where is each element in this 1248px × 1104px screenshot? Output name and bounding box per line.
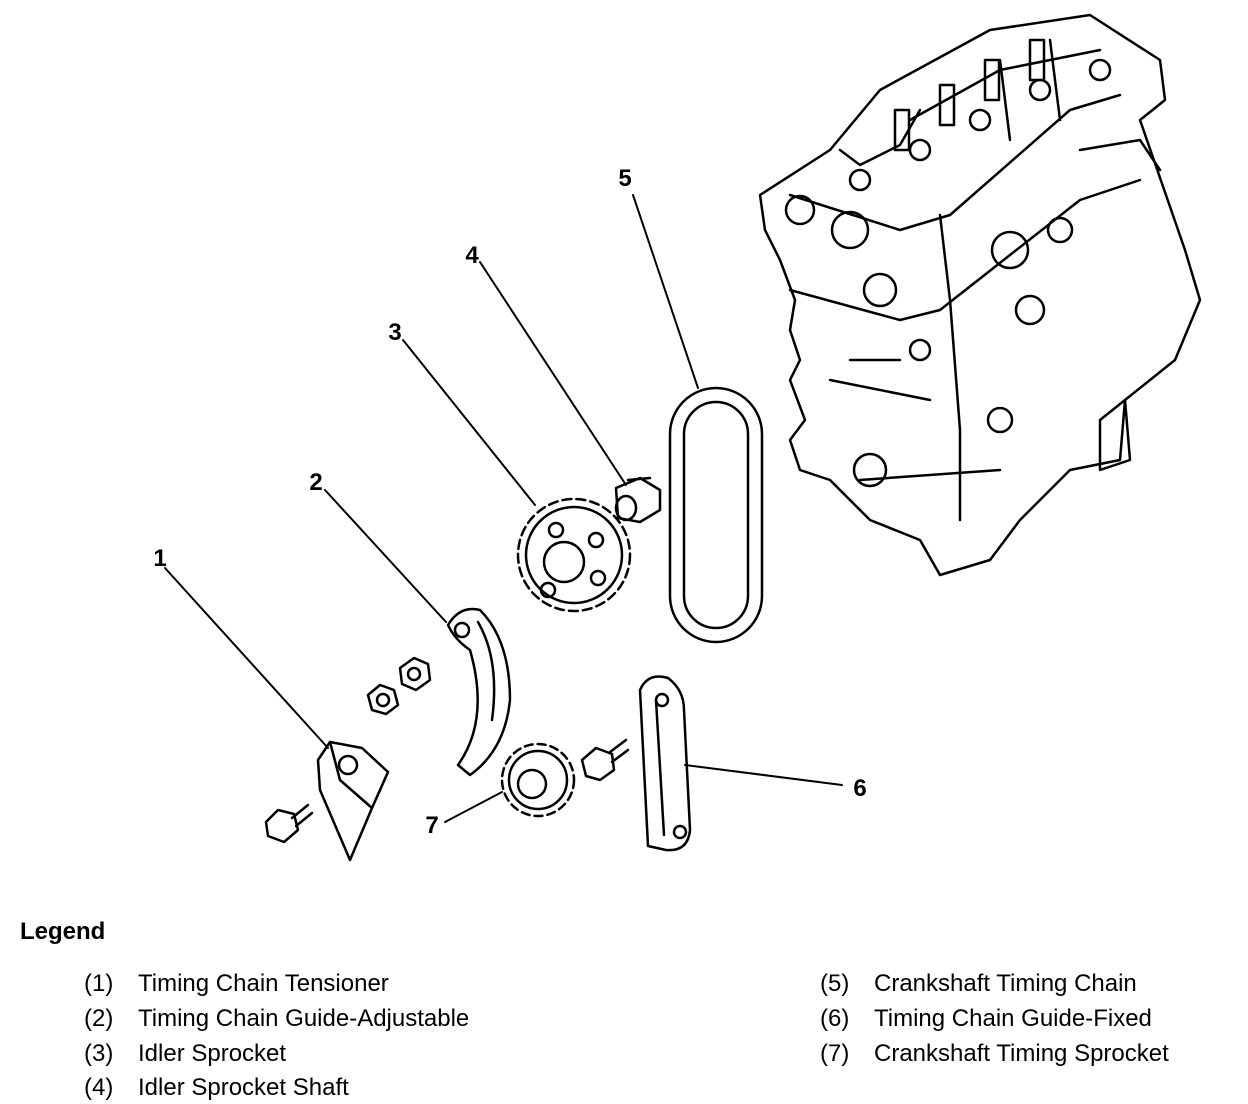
timing-chain-illustration bbox=[668, 386, 764, 644]
nut-illustration bbox=[366, 656, 432, 716]
idler-sprocket-illustration bbox=[516, 497, 632, 613]
legend-number: (3) bbox=[84, 1040, 114, 1067]
leader-lines bbox=[164, 194, 843, 823]
legend-number: (6) bbox=[820, 1005, 850, 1032]
legend-number: (2) bbox=[84, 1005, 114, 1032]
legend-label: Timing Chain Guide-Fixed bbox=[874, 1005, 1152, 1032]
bolt-illustration bbox=[580, 738, 630, 782]
legend-title: Legend bbox=[20, 918, 106, 945]
fixed-chain-guide-illustration bbox=[638, 675, 692, 852]
legend-label: Timing Chain Guide-Adjustable bbox=[138, 1005, 470, 1032]
adjustable-chain-guide-illustration bbox=[446, 607, 512, 777]
legend-label: Idler Sprocket Shaft bbox=[138, 1074, 349, 1101]
callout-7: 7 bbox=[425, 812, 438, 839]
callout-5: 5 bbox=[618, 165, 631, 192]
callout-3: 3 bbox=[388, 319, 401, 346]
callout-6: 6 bbox=[853, 775, 866, 802]
legend-label: Timing Chain Tensioner bbox=[138, 970, 389, 997]
legend-number: (5) bbox=[820, 970, 850, 997]
legend-item-4: (4) Idler Sprocket Shaft bbox=[84, 1074, 349, 1102]
legend-number: (1) bbox=[84, 970, 114, 997]
legend-item-2: (2) Timing Chain Guide-Adjustable bbox=[84, 1005, 469, 1033]
bolt-illustration bbox=[264, 803, 314, 844]
exploded-view-diagram: 1 2 3 4 5 6 7 bbox=[153, 13, 1202, 862]
crankshaft-sprocket-illustration bbox=[500, 742, 576, 818]
callout-1: 1 bbox=[153, 545, 166, 572]
callout-4: 4 bbox=[465, 242, 479, 269]
legend-item-6: (6) Timing Chain Guide-Fixed bbox=[820, 1005, 1152, 1033]
legend-item-1: (1) Timing Chain Tensioner bbox=[84, 970, 389, 998]
legend-item-5: (5) Crankshaft Timing Chain bbox=[820, 970, 1137, 998]
callout-2: 2 bbox=[309, 469, 322, 496]
legend-number: (4) bbox=[84, 1074, 114, 1101]
legend-item-7: (7) Crankshaft Timing Sprocket bbox=[820, 1040, 1169, 1068]
legend-label: Crankshaft Timing Sprocket bbox=[874, 1040, 1169, 1067]
legend-item-3: (3) Idler Sprocket bbox=[84, 1040, 286, 1068]
idler-sprocket-shaft-illustration bbox=[614, 476, 662, 524]
legend-label: Crankshaft Timing Chain bbox=[874, 970, 1137, 997]
legend-label: Idler Sprocket bbox=[138, 1040, 287, 1067]
chain-tensioner-illustration bbox=[316, 740, 390, 862]
legend-number: (7) bbox=[820, 1040, 850, 1067]
engine-block-illustration bbox=[758, 13, 1202, 577]
